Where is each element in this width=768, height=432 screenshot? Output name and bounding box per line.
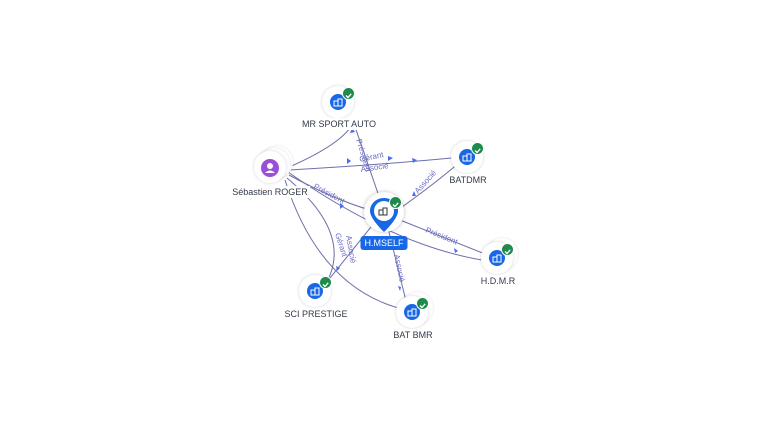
node-icon-bg xyxy=(459,149,475,165)
building-icon xyxy=(333,98,343,107)
edge-arrow xyxy=(398,286,401,291)
edge-arrow xyxy=(347,158,351,164)
edge-sebastien-hdmr xyxy=(287,171,496,263)
node-icon-bg xyxy=(307,283,323,299)
node-h-mself[interactable]: H.MSELF xyxy=(360,192,408,252)
verified-check-icon xyxy=(471,142,484,155)
person-icon xyxy=(265,163,275,173)
edge-arrow xyxy=(412,158,417,163)
verified-check-icon xyxy=(342,87,355,100)
edge-arrow xyxy=(454,248,458,253)
edge-center-sci-prestige xyxy=(321,221,376,289)
building-icon xyxy=(310,287,320,296)
verified-check-icon xyxy=(501,243,514,256)
edge-arrow xyxy=(412,191,416,196)
node-batdmr[interactable]: BATDMR xyxy=(447,141,489,186)
edge-arrow xyxy=(350,128,355,133)
edge-arrow xyxy=(340,203,344,209)
verified-check-icon xyxy=(319,276,332,289)
edge-label: Président xyxy=(424,226,459,247)
node-label: BATDMR xyxy=(447,174,489,186)
verified-check-icon xyxy=(389,196,402,209)
node-icon-bg xyxy=(489,250,505,266)
edge-sebastien-bat-bmr xyxy=(284,179,407,311)
node-h-d-m-r[interactable]: H.D.M.R xyxy=(478,238,522,287)
building-icon xyxy=(407,308,417,317)
node-label: H.D.M.R xyxy=(478,275,518,287)
node-icon-bg xyxy=(404,304,420,320)
building-icon xyxy=(462,153,472,162)
edge-label: Associé xyxy=(413,168,439,195)
edge-arrow xyxy=(336,266,340,271)
node-label: SCI PRESTIGE xyxy=(282,308,350,320)
building-icon xyxy=(492,254,502,263)
node-label: BAT BMR xyxy=(391,329,435,341)
node-icon-bg xyxy=(330,94,346,110)
edge-label: Associé xyxy=(392,254,407,284)
node-icon-bg xyxy=(261,159,279,177)
node-label: Sébastien ROGER xyxy=(230,186,310,198)
node-label-selected: H.MSELF xyxy=(360,236,408,250)
node-bat-bmr[interactable]: BAT BMR xyxy=(391,292,435,341)
node-label: MR SPORT AUTO xyxy=(299,118,379,130)
edge-arrow xyxy=(388,156,393,161)
edge-sebastien-center xyxy=(288,174,371,211)
node-sebastien-roger[interactable]: Sébastien ROGER xyxy=(230,146,310,198)
edge-sebastien-batdmr xyxy=(288,156,463,171)
verified-check-icon xyxy=(416,297,429,310)
node-mr-sport-auto[interactable]: MR SPORT AUTO xyxy=(299,86,379,130)
edge-label: Président xyxy=(312,182,347,206)
edge-sebastien-mr-sport-auto xyxy=(286,124,353,169)
node-sci-prestige[interactable]: SCI PRESTIGE xyxy=(282,275,350,320)
edge-label: Associé xyxy=(360,161,390,174)
